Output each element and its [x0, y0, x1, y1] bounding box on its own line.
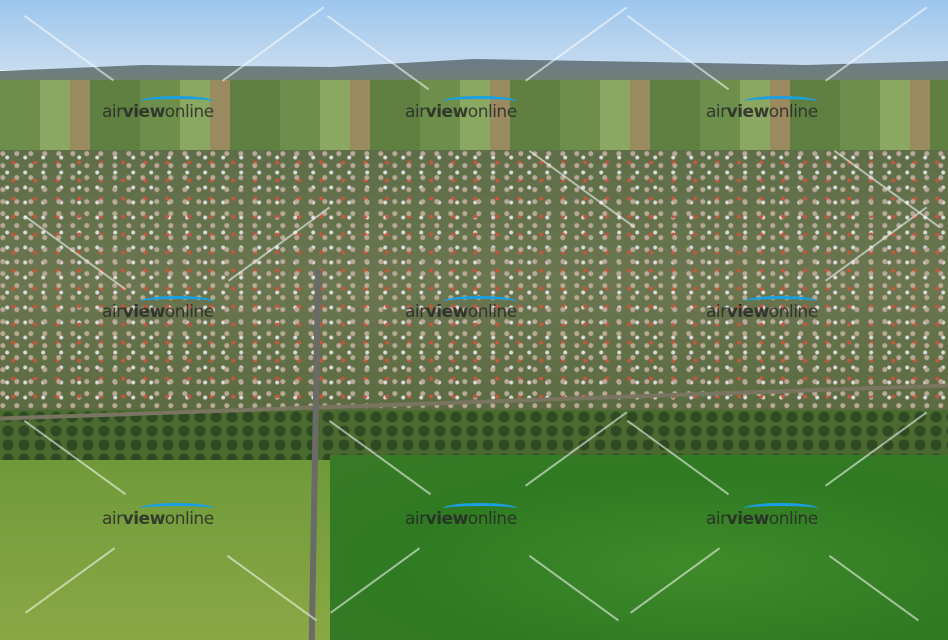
town-area	[0, 150, 948, 420]
sky	[0, 0, 948, 70]
watermark-text: online	[164, 302, 214, 322]
field-left	[0, 460, 330, 640]
watermark-text: air	[405, 509, 426, 529]
watermark-text: air	[706, 102, 727, 122]
watermark-text: view	[122, 302, 166, 322]
watermark-text: online	[768, 102, 818, 122]
watermark-text: online	[768, 302, 818, 322]
watermark-logo: airviewonline	[405, 296, 555, 326]
swoosh-icon	[443, 503, 517, 514]
swoosh-icon	[140, 96, 214, 107]
watermark-logo: airviewonline	[102, 503, 252, 533]
swoosh-icon	[744, 296, 818, 307]
watermark-text: view	[726, 302, 770, 322]
watermark-text: air	[706, 302, 727, 322]
swoosh-icon	[744, 96, 818, 107]
watermark-logo: airviewonline	[405, 96, 555, 126]
watermark-text: air	[706, 509, 727, 529]
watermark-logo: airviewonline	[102, 96, 252, 126]
swoosh-icon	[140, 503, 214, 514]
watermark-text: online	[467, 102, 517, 122]
watermark-logo: airviewonline	[706, 503, 856, 533]
watermark-text: air	[102, 509, 123, 529]
watermark-text: view	[726, 509, 770, 529]
watermark-text: online	[768, 509, 818, 529]
watermark-text: air	[102, 302, 123, 322]
watermark-text: view	[425, 509, 469, 529]
watermark-text: online	[164, 102, 214, 122]
watermark-text: view	[122, 102, 166, 122]
watermark-text: online	[467, 509, 517, 529]
swoosh-icon	[443, 96, 517, 107]
swoosh-icon	[744, 503, 818, 514]
watermark-text: air	[102, 102, 123, 122]
watermark-text: view	[425, 302, 469, 322]
swoosh-icon	[443, 296, 517, 307]
watermark-logo: airviewonline	[102, 296, 252, 326]
watermark-logo: airviewonline	[706, 296, 856, 326]
watermark-text: view	[726, 102, 770, 122]
watermark-text: air	[405, 102, 426, 122]
field-right	[330, 455, 948, 640]
swoosh-icon	[140, 296, 214, 307]
watermark-logo: airviewonline	[706, 96, 856, 126]
watermark-text: online	[164, 509, 214, 529]
watermark-text: view	[425, 102, 469, 122]
watermark-logo: airviewonline	[405, 503, 555, 533]
watermark-text: view	[122, 509, 166, 529]
watermark-text: air	[405, 302, 426, 322]
watermark-text: online	[467, 302, 517, 322]
